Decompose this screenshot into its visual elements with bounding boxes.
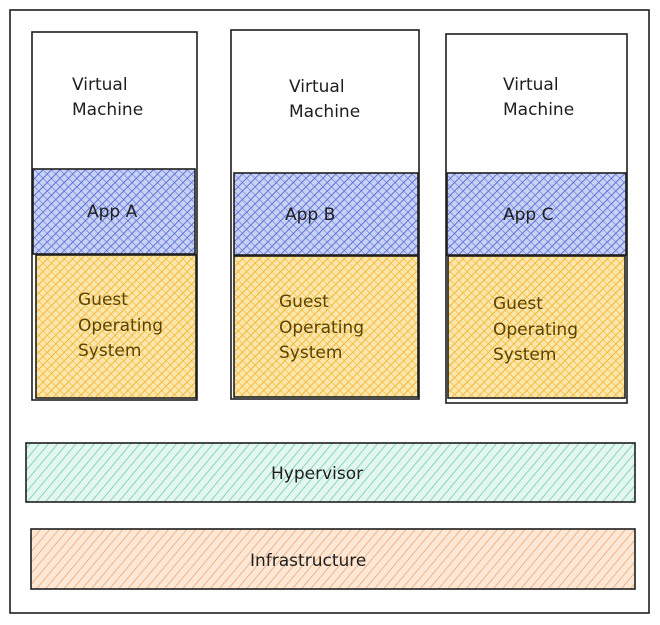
outer-frame [9,9,650,614]
vm-c-label-line1: Virtual [503,75,559,95]
vm-a-label-line2: Machine [72,100,143,120]
infrastructure-layer: Infrastructure [30,528,636,590]
guest-os-a-line3: System [78,341,141,361]
app-a-label: App A [87,202,138,222]
app-b-label: App B [285,205,335,225]
infrastructure-label: Infrastructure [250,551,366,571]
guest-os-a-line2: Operating [78,316,163,336]
guest-os-b-line3: System [279,343,342,363]
vm-a: Virtual Machine App A Guest Operating Sy… [31,31,198,401]
infrastructure-block [30,528,636,590]
hypervisor-layer: Hypervisor [25,442,636,503]
guest-os-c-line2: Operating [493,320,578,340]
vm-c-label-line2: Machine [503,100,574,120]
guest-os-b-line2: Operating [279,318,364,338]
vm-b-label-line1: Virtual [289,77,345,97]
guest-os-b-line1: Guest [279,292,329,312]
hypervisor-block [25,442,636,503]
vm-b: Virtual Machine App B Guest Operating Sy… [230,29,420,400]
app-c-label: App C [503,205,554,225]
vm-c: Virtual Machine App C Guest Operating Sy… [445,33,628,404]
guest-os-a-line1: Guest [78,290,128,310]
guest-os-c-line3: System [493,345,556,365]
vm-b-label-line2: Machine [289,102,360,122]
vm-a-label-line1: Virtual [72,75,128,95]
guest-os-c-line1: Guest [493,294,543,314]
hypervisor-label: Hypervisor [271,464,363,484]
